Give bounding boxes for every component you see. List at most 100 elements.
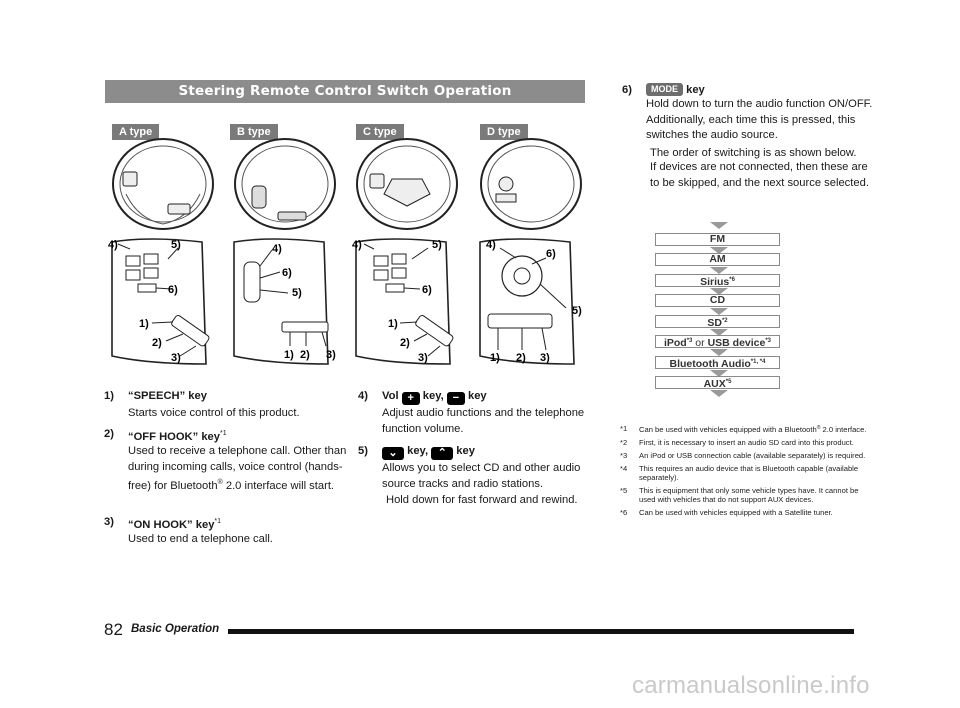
footnote-mark: *4 xyxy=(620,464,628,473)
heading-text-end: key xyxy=(456,445,475,457)
footer-divider xyxy=(228,629,854,634)
steering-diagram-d: 4) 6) 5) 1) 2) 3) xyxy=(479,138,582,365)
diagram-b-label-3: 3) xyxy=(326,349,336,361)
section-number: 6) xyxy=(622,84,632,96)
flow-box-am: AM xyxy=(655,253,780,266)
diagram-a-label-1: 1) xyxy=(139,318,149,330)
section-speech-key: 1) “SPEECH” key Starts voice control of … xyxy=(104,388,354,428)
heading-text: “OFF HOOK” key xyxy=(128,431,221,443)
diagram-d-label-2: 2) xyxy=(516,352,526,364)
footnote-mark: *1 xyxy=(620,424,628,433)
section-heading: MODE key xyxy=(646,82,705,98)
section-heading: “SPEECH” key xyxy=(128,390,207,402)
footnote-ref: *1, *4 xyxy=(750,359,766,365)
footnote-text: Can be used with vehicles equipped with … xyxy=(639,425,817,434)
diagram-b-label-5: 5) xyxy=(292,287,302,299)
section-number: 5) xyxy=(358,445,368,457)
flow-text: Bluetooth Audio xyxy=(669,358,751,370)
diagram-a-label-3: 3) xyxy=(171,352,181,364)
section-number: 2) xyxy=(104,428,114,440)
diagram-b-label-1: 1) xyxy=(284,349,294,361)
footnote: *6 Can be used with vehicles equipped wit… xyxy=(620,508,870,517)
steering-diagram-b: 4) 6) 5) 1) 2) 3) xyxy=(233,138,336,365)
heading-text: Vol xyxy=(382,390,399,402)
flow-arrow xyxy=(710,329,728,336)
section-mode-key: 6) MODE key Hold down to turn the audio … xyxy=(622,82,872,212)
footnote-text: This is equipment that only some vehicle… xyxy=(639,486,859,504)
section-volume-keys: 4) Vol + key, − key Adjust audio functio… xyxy=(358,388,608,438)
flow-box-aux: AUX*5 xyxy=(655,376,780,390)
diagram-c-label-1: 1) xyxy=(388,318,398,330)
plus-icon: + xyxy=(401,392,420,405)
footnote: *4 This requires an audio device that is … xyxy=(620,464,870,482)
section-heading: Vol + key, − key xyxy=(382,388,487,405)
diagram-d-label-5: 5) xyxy=(572,305,582,317)
flow-text: FM xyxy=(709,233,726,245)
footnote: *5 This is equipment that only some vehic… xyxy=(620,486,870,504)
section-heading: “OFF HOOK” key*1 xyxy=(128,426,227,445)
section-body: Used to end a telephone call. xyxy=(128,533,273,545)
section-body: Adjust audio functions and the telephone… xyxy=(382,407,585,435)
type-label-c: C type xyxy=(356,124,404,140)
section-title: Steering Remote Control Switch Operation xyxy=(105,80,585,103)
footnote-ref: *3 xyxy=(686,338,693,344)
diagram-b-label-4: 4) xyxy=(272,243,282,255)
diagram-d-label-1: 1) xyxy=(490,352,500,364)
body-text-end: 2.0 interface will start. xyxy=(222,480,335,492)
footnote-mark: *2 xyxy=(620,438,628,447)
chevron-down-icon: ⌄ xyxy=(382,447,404,460)
footnote-ref: *1 xyxy=(220,430,227,437)
flow-text: AUX xyxy=(703,378,726,390)
watermark-text: carmanualsonline.info xyxy=(632,672,870,699)
section-seek-keys: 5) ⌄ key, ⌃ key Allows you to select CD … xyxy=(358,443,608,513)
flow-arrow xyxy=(710,247,728,254)
flow-arrow xyxy=(710,308,728,315)
footnote-text-end: 2.0 interface. xyxy=(820,425,867,434)
section-number: 1) xyxy=(104,390,114,402)
registered-mark: ® xyxy=(217,479,223,486)
flow-text: CD xyxy=(709,294,726,306)
heading-text-end: key xyxy=(467,390,487,402)
flow-arrow xyxy=(710,390,728,397)
footnote-text: First, it is necessary to insert an audi… xyxy=(639,438,854,447)
steering-diagram-a: 4) 5) 6) 1) 2) 3) xyxy=(108,138,214,365)
footnote-mark: *5 xyxy=(620,486,628,495)
footnote-ref: *5 xyxy=(725,379,732,385)
flow-text-2: USB device xyxy=(707,337,766,349)
flow-box-bluetooth: Bluetooth Audio*1, *4 xyxy=(655,356,780,370)
body-text: Used to receive a telephone call. Other … xyxy=(128,445,347,492)
footnote-ref: *6 xyxy=(729,277,735,283)
chapter-label: Basic Operation xyxy=(131,623,220,635)
footnote-mark: *6 xyxy=(620,508,628,517)
footnote-text: Can be used with vehicles equipped with … xyxy=(639,508,833,517)
footnote-text: An iPod or USB connection cable (availab… xyxy=(639,451,866,460)
diagram-a-label-6: 6) xyxy=(168,284,178,296)
registered-mark: ® xyxy=(816,425,821,431)
section-on-hook-key: 3) “ON HOOK” key*1 Used to end a telepho… xyxy=(104,514,354,554)
diagram-d-label-3: 3) xyxy=(540,352,550,364)
flow-box-sirius: Sirius*6 xyxy=(655,274,780,288)
diagram-a-label-5: 5) xyxy=(171,239,181,251)
type-label-b: B type xyxy=(230,124,278,140)
flow-box-sd: SD*2 xyxy=(655,315,780,329)
footnote-ref: *1 xyxy=(214,518,222,525)
flow-arrow xyxy=(710,267,728,274)
section-number: 3) xyxy=(104,516,114,528)
mode-badge: MODE xyxy=(646,83,683,96)
footnote: *1 Can be used with vehicles equipped wit… xyxy=(620,424,870,434)
flow-text: Sirius xyxy=(700,276,730,288)
page-number: 82 xyxy=(104,620,123,639)
flow-arrow xyxy=(710,288,728,295)
flow-arrow xyxy=(710,349,728,356)
footnote-text: This requires an audio device that is Bl… xyxy=(639,464,859,482)
footnote: *2 First, it is necessary to insert an au… xyxy=(620,438,870,447)
flow-text: AM xyxy=(709,253,726,265)
flow-arrow xyxy=(710,370,728,377)
diagram-c-label-6: 6) xyxy=(422,284,432,296)
type-label-a: A type xyxy=(112,124,160,140)
heading-text-mid: key, xyxy=(407,445,429,457)
flow-text: SD xyxy=(707,317,722,329)
diagram-c-label-2: 2) xyxy=(400,337,410,349)
